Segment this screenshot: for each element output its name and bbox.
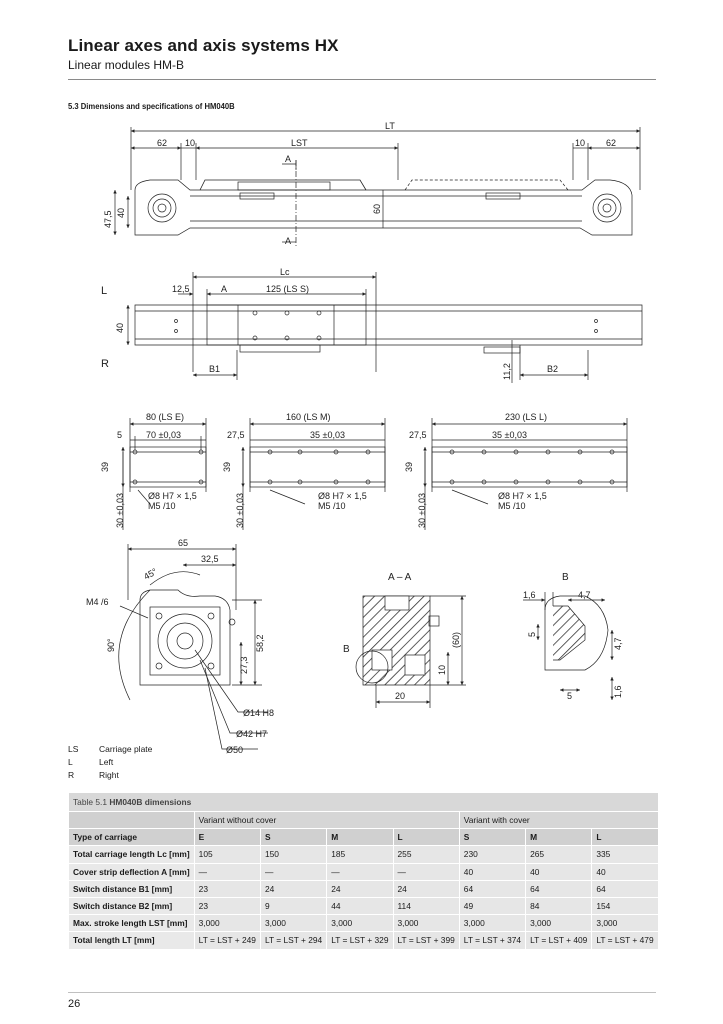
plate-e-vertical: 30 ±0,03 (115, 493, 125, 528)
plate-m-vertical: 30 ±0,03 (235, 493, 245, 528)
dim-lt: LT (385, 121, 395, 131)
detail-b-dim-5-bottom: 5 (567, 691, 572, 701)
dim-60: 60 (372, 204, 382, 214)
end-thread-m4: M4 /6 (86, 597, 109, 607)
end-view (118, 544, 268, 750)
technical-drawing: LT 62 10 LST 10 62 A A 47,5 40 60 L R Lc… (86, 121, 643, 755)
plate-m-thread: M5 /10 (318, 501, 346, 511)
detail-b-dim-1-6-top: 1,6 (523, 590, 536, 600)
plate-l-height: 39 (404, 462, 414, 472)
end-dim-32-5: 32,5 (201, 554, 219, 564)
end-dim-58-2: 58,2 (255, 634, 265, 652)
dim-11-2: 11,2 (502, 363, 512, 380)
detail-b-dim-4-7-top: 4,7 (578, 590, 591, 600)
detail-b-title: B (562, 572, 569, 583)
dim-carriage-125: 125 (LS S) (266, 284, 309, 294)
plate-l-vertical: 30 ±0,03 (417, 493, 427, 528)
table-header-row: Type of carriage E S M L S M L (68, 828, 659, 847)
plate-e-total: 80 (LS E) (146, 412, 184, 422)
detail-b-dim-1-6-bottom: 1,6 (613, 685, 623, 698)
plate-e-bore: Ø8 H7 × 1,5 (148, 491, 197, 501)
header-rule (68, 79, 656, 80)
plate-m-offset: 27,5 (227, 430, 245, 440)
plate-e-thread: M5 /10 (148, 501, 176, 511)
plate-l-bore: Ø8 H7 × 1,5 (498, 491, 547, 501)
plate-m-total: 160 (LS M) (286, 412, 331, 422)
detail-b (523, 592, 614, 700)
plate-l-offset: 27,5 (409, 430, 427, 440)
section-mark-a-top: A (285, 154, 291, 164)
end-dim-42h7: Ø42 H7 (236, 729, 267, 739)
section-aa-dim-10: 10 (437, 665, 447, 675)
end-dim-27-3: 27,3 (239, 656, 249, 674)
dim-10-right: 10 (575, 138, 585, 148)
table-group-row: Variant without cover Variant with cover (68, 810, 659, 830)
section-aa (355, 595, 466, 708)
plate-l-pitch: 35 ±0,03 (492, 430, 527, 440)
footer-rule (68, 992, 656, 993)
end-dim-50: Ø50 (226, 745, 243, 755)
dimensions-table: Table 5.1 HM040B dimensions Variant with… (68, 792, 659, 950)
plate-l-total: 230 (LS L) (505, 412, 547, 422)
page-title: Linear axes and axis systems HX (68, 36, 339, 55)
section-aa-detail-mark: B (343, 644, 350, 655)
section-aa-dim-60: (60) (451, 632, 461, 648)
dim-40-top: 40 (116, 208, 126, 218)
header-type-of-carriage: Type of carriage (68, 828, 195, 847)
section-aa-title: A – A (388, 572, 412, 583)
plate-e-pitch: 70 ±0,03 (146, 430, 181, 440)
side-view (126, 272, 643, 383)
dim-62-left: 62 (157, 138, 167, 148)
section-mark-a-bottom: A (285, 236, 291, 246)
dim-lst: LST (291, 138, 308, 148)
carriage-plate-m (241, 418, 386, 530)
detail-b-dim-4-7-right: 4,7 (613, 637, 623, 650)
detail-b-dim-5-left: 5 (527, 632, 537, 637)
page-subtitle: Linear modules HM-B (68, 58, 185, 72)
end-dim-14h8: Ø14 H8 (243, 708, 274, 718)
plate-e-offset: 5 (117, 430, 122, 440)
page-number: 26 (68, 998, 81, 1010)
end-dim-65: 65 (178, 538, 188, 548)
plate-m-bore: Ø8 H7 × 1,5 (318, 491, 367, 501)
dim-b2: B2 (547, 364, 558, 374)
dim-lc: Lc (280, 267, 290, 277)
table-caption-row: Table 5.1 HM040B dimensions (68, 792, 659, 812)
dim-62-right: 62 (606, 138, 616, 148)
plate-e-height: 39 (100, 462, 110, 472)
dim-b1: B1 (209, 364, 220, 374)
dim-a: A (221, 284, 227, 294)
plate-m-pitch: 35 ±0,03 (310, 430, 345, 440)
carriage-plate-l (423, 418, 628, 530)
plate-l-thread: M5 /10 (498, 501, 526, 511)
section-title: 5.3 Dimensions and specifications of HM0… (68, 101, 235, 111)
group-without-cover: Variant without cover (193, 810, 460, 830)
side-label-left: L (101, 285, 107, 297)
end-angle-45: 45° (142, 566, 159, 582)
carriage-plate-e (121, 418, 207, 530)
dim-12-5: 12,5 (172, 284, 190, 294)
group-with-cover: Variant with cover (458, 810, 659, 830)
side-label-right: R (101, 358, 109, 370)
top-view (113, 127, 641, 246)
dim-47-5: 47,5 (103, 210, 113, 228)
plate-m-height: 39 (222, 462, 232, 472)
end-angle-90: 90° (106, 638, 116, 652)
section-aa-dim-20: 20 (395, 691, 405, 701)
dim-40-side: 40 (115, 323, 125, 333)
table-caption: Table 5.1 HM040B dimensions (68, 792, 659, 812)
dim-10-left: 10 (185, 138, 195, 148)
